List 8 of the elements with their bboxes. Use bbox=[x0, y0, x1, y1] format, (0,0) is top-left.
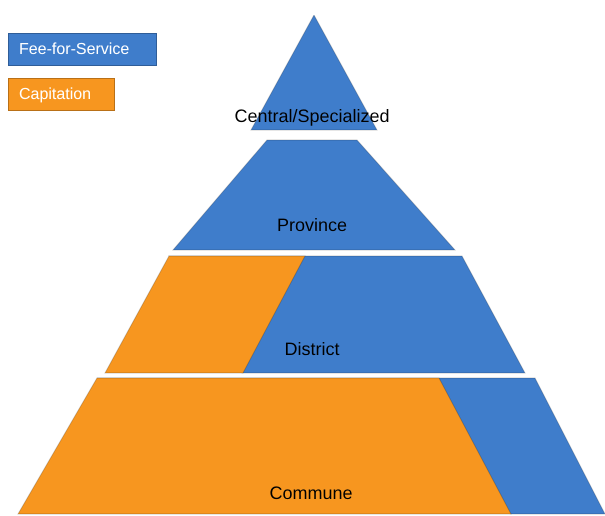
tier-label: Commune bbox=[269, 483, 353, 503]
legend-key: Capitation bbox=[8, 78, 115, 111]
pyramid-tier bbox=[17, 377, 605, 516]
pyramid-tier bbox=[172, 139, 458, 252]
pyramid-tier bbox=[104, 255, 528, 375]
tier-label: Province bbox=[276, 215, 348, 235]
tier-label: District bbox=[284, 339, 340, 359]
legend-key: Fee-for-Service bbox=[8, 33, 157, 66]
